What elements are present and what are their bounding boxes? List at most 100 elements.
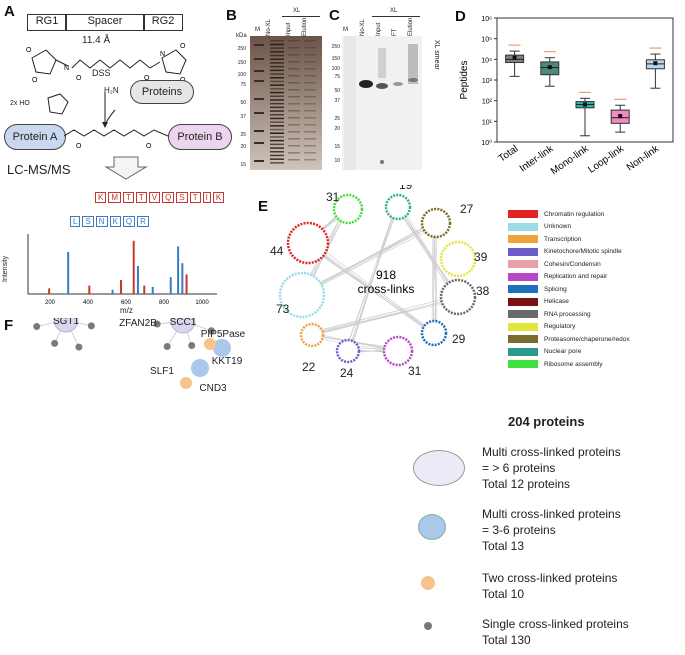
gel-marker-label: 25: [240, 132, 246, 138]
legend-swatch: [508, 322, 538, 331]
residue: K: [212, 192, 225, 203]
gel-band: [304, 145, 316, 147]
cluster-ring: [278, 271, 326, 319]
down-arrow-icon: [104, 156, 148, 180]
legend-item: Transcription: [508, 235, 581, 243]
gel-band: [270, 114, 284, 116]
gel-marker-label: 37: [240, 114, 246, 120]
legend-label: Splicing: [544, 285, 567, 293]
cluster-count: 22: [302, 360, 316, 374]
mid-crosslinked-node: [191, 359, 209, 377]
xl-smear-label: XL smear: [433, 40, 440, 70]
gel-band: [270, 106, 284, 109]
protein-label: SLF1: [150, 366, 174, 377]
crosslink-edge: [310, 298, 462, 336]
blot-lane-input: Input: [376, 22, 382, 36]
spectrum-ylabel: Intensity: [2, 255, 9, 282]
cluster-ring: [439, 278, 477, 316]
gel-band: [304, 89, 316, 91]
gel-band: [304, 96, 316, 98]
residue: Q: [122, 216, 136, 227]
svg-text:O: O: [26, 47, 32, 54]
panel-letter-b: B: [226, 7, 237, 24]
spectrum-xtick: 600: [121, 300, 132, 306]
gel-band: [270, 54, 284, 57]
kda-label: kDa: [236, 33, 247, 39]
legend-item: Splicing: [508, 285, 567, 293]
two-crosslinked-node: [204, 338, 216, 350]
gel-band: [304, 103, 316, 105]
blot-marker-label: 20: [334, 126, 340, 132]
crosslink-edge: [432, 224, 435, 336]
cluster-ring: [420, 319, 448, 347]
gel-band: [270, 84, 284, 86]
legend-item: Kinetochore/Mitotic spindle: [508, 247, 622, 256]
gel-band: [304, 152, 316, 154]
legend-label: Kinetochore/Mitotic spindle: [544, 248, 622, 255]
byproduct-label: 2x HO: [10, 100, 30, 107]
cluster-ring: [332, 193, 364, 225]
legend-item: Proteasome/chaperone/redox: [508, 335, 630, 343]
blot-image: [342, 36, 422, 170]
key-line: = > 6 proteins: [482, 461, 556, 475]
gel-band: [270, 143, 284, 146]
gel-marker-label: 250: [237, 46, 246, 52]
key-multi-large-symbol: [413, 450, 465, 486]
gel-band: [304, 75, 316, 77]
legend-item: Chromatin regulation: [508, 210, 604, 218]
gel-band: [270, 151, 284, 153]
spacer-length: 11.4 Å: [82, 35, 111, 46]
gel-band: [288, 54, 300, 56]
blot-xl-label: XL: [390, 8, 398, 14]
gel-band: [270, 51, 284, 53]
svg-text:O: O: [76, 75, 82, 82]
legend-swatch: [508, 222, 538, 231]
gel-band: [270, 43, 284, 46]
legend-label: Proteasome/chaperone/redox: [544, 335, 630, 343]
residue: T: [189, 192, 201, 203]
cluster-count: 27: [460, 202, 474, 216]
gel-band: [288, 82, 300, 84]
crosslink-edge: [400, 204, 456, 296]
total-proteins: 204 proteins: [508, 414, 585, 429]
residue: S: [82, 216, 94, 227]
gel-band: [288, 152, 300, 154]
cluster-count: 31: [408, 364, 422, 378]
gel-band: [270, 128, 284, 131]
gel-band: [304, 138, 316, 140]
legend-swatch: [508, 272, 538, 281]
single-crosslinked-node: [163, 342, 171, 350]
gel-band: [304, 47, 316, 49]
y-tick-label: 10⁵: [481, 37, 492, 44]
amine-label: H₂N: [104, 86, 119, 95]
residue: N: [95, 216, 108, 227]
mean-marker: [653, 61, 658, 66]
gel-band: [270, 69, 284, 72]
key-line: = 3-6 proteins: [482, 523, 556, 537]
dss-label: DSS: [92, 68, 111, 78]
crosslink-edge: [307, 241, 432, 332]
legend-item: Cohesin/Condensin: [508, 260, 601, 268]
legend-item: RNA processing: [508, 310, 591, 318]
legend-label: Transcription: [544, 235, 582, 243]
legend-label: Replication and repair: [544, 273, 608, 280]
spectrum-xtick: 1000: [195, 300, 209, 306]
svg-text:O: O: [144, 75, 150, 82]
svg-text:N: N: [160, 51, 165, 58]
legend-swatch: [508, 260, 538, 268]
spectrum-xtick: 200: [45, 300, 56, 306]
gel-marker-label: 75: [240, 82, 246, 88]
crosslink-edge: [349, 204, 398, 351]
key-multi-mid-symbol: [418, 514, 446, 540]
legend-swatch: [508, 347, 538, 356]
residue: T: [135, 192, 147, 203]
y-axis-label: Peptides: [459, 61, 470, 100]
key-line: Total 130: [482, 633, 531, 647]
blot-lane-ft: FT: [392, 28, 398, 36]
protein-label: SCC1: [170, 318, 197, 328]
blot-marker-label: 75: [334, 74, 340, 80]
residue: T: [123, 192, 134, 203]
lcms-label: LC-MS/MS: [7, 162, 71, 177]
